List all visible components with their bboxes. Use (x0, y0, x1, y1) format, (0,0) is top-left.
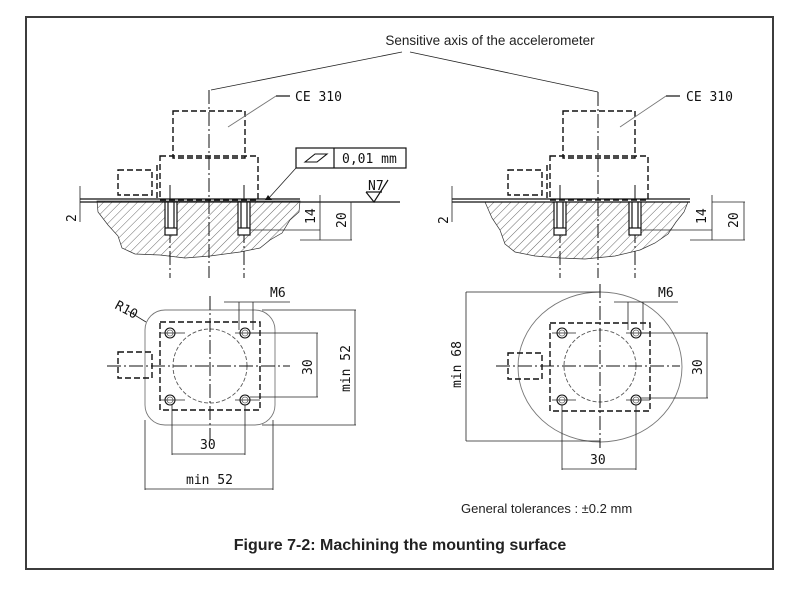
svg-text:20: 20 (727, 212, 742, 228)
left-bolt-holes (160, 327, 260, 406)
right-connector-hidden (507, 169, 543, 196)
left-thread-label: M6 (270, 286, 286, 301)
right-dim-recess: 2 (437, 186, 453, 224)
flatness-value: 0,01 mm (342, 152, 397, 167)
right-thread-label: M6 (658, 286, 674, 301)
right-mounting-block-section (484, 201, 689, 260)
right-plan-view: M6 30 min 68 30 (450, 284, 708, 470)
dim-thread-depth: 14 (304, 208, 319, 224)
left-plan-view: R10 M6 30 min 52 30 min 52 (107, 286, 356, 490)
right-elevation-view: CE 310 2 14 20 (437, 90, 745, 278)
right-hole-spacing-horizontal: 30 (590, 453, 606, 468)
svg-text:2: 2 (65, 214, 80, 222)
left-flatness-tolerance-frame: 0,01 mm (265, 147, 407, 200)
right-threaded-hole-1 (553, 201, 567, 236)
left-threaded-hole-1 (164, 201, 178, 236)
general-tolerances-note: General tolerances : ±0.2 mm (461, 501, 632, 516)
left-component-label: CE 310 (295, 90, 342, 105)
right-component-label: CE 310 (686, 90, 733, 105)
left-min-width: min 52 (186, 473, 233, 488)
figure-frame (25, 16, 774, 570)
left-hole-spacing-horizontal: 30 (200, 438, 216, 453)
right-threaded-hole-2 (628, 201, 642, 236)
left-mounting-block-section (96, 200, 301, 259)
right-sensor-base-hidden (549, 155, 649, 201)
right-sensor-top-hidden (562, 110, 636, 159)
right-min-diameter: min 68 (450, 341, 465, 388)
figure-caption: Figure 7-2: Machining the mounting surfa… (234, 537, 567, 554)
sensitive-axis-label: Sensitive axis of the accelerometer (385, 33, 595, 48)
left-dim-depths: 14 20 (250, 195, 352, 241)
flatness-symbol-icon (303, 153, 329, 163)
svg-text:14: 14 (695, 208, 710, 224)
left-elevation-view: CE 310 0,01 mm N7 2 14 2 (65, 90, 407, 278)
corner-radius-label: R10 (112, 298, 140, 322)
left-roughness-symbol: N7 (365, 179, 389, 204)
svg-text:2: 2 (437, 216, 452, 224)
dim-hole-depth: 20 (335, 212, 350, 228)
left-connector-hidden (117, 169, 153, 196)
roughness-label: N7 (368, 179, 384, 194)
left-dim-recess: 2 (65, 186, 81, 222)
left-threaded-hole-2 (237, 201, 251, 236)
left-min-height: min 52 (339, 345, 354, 392)
axis-leader-lines (210, 51, 599, 93)
right-dim-depths: 14 20 (641, 195, 745, 241)
left-hole-spacing-vertical: 30 (301, 359, 316, 375)
right-hole-spacing-vertical: 30 (691, 359, 706, 375)
left-connector-footprint-hidden (117, 351, 153, 379)
